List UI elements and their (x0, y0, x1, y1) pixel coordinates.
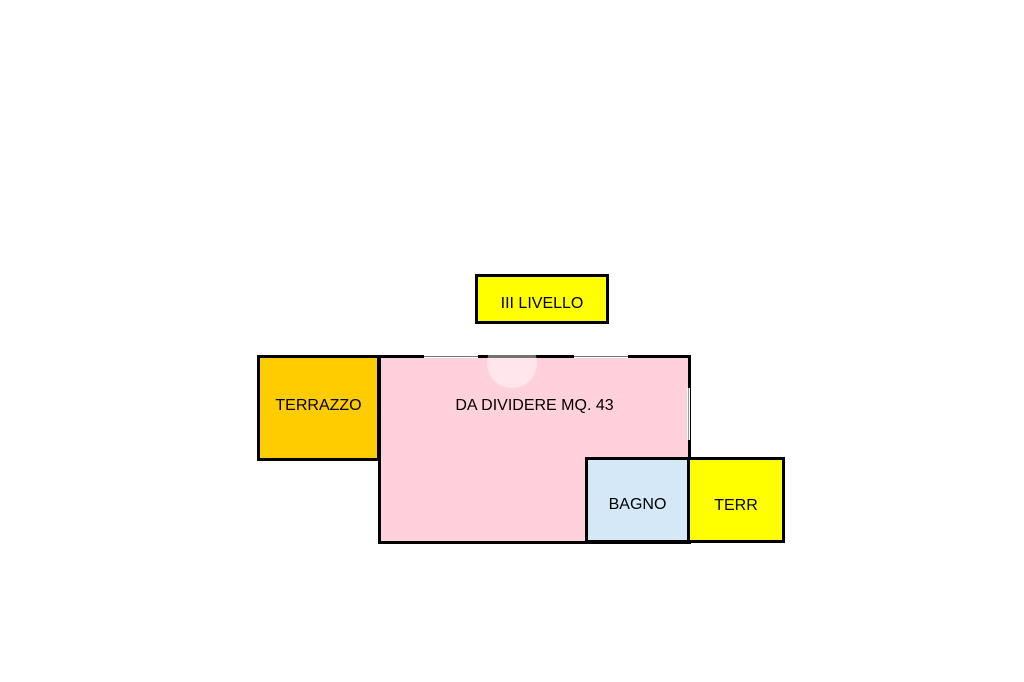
room-bagno: BAGNO (585, 457, 690, 543)
window-line-right (574, 356, 628, 357)
level-label-box: III LIVELLO (475, 274, 609, 324)
room-main-label: DA DIVIDERE MQ. 43 (455, 397, 614, 414)
door-line (688, 388, 689, 440)
window-line-left (424, 356, 478, 357)
room-terrazzo-label: TERRAZZO (275, 397, 362, 414)
room-main: DA DIVIDERE MQ. 43 (378, 355, 691, 544)
room-terr: TERR (687, 457, 785, 543)
room-terr-label: TERR (714, 497, 758, 514)
watermark-circle (487, 338, 537, 388)
room-terrazzo: TERRAZZO (257, 355, 380, 461)
level-label: III LIVELLO (500, 295, 584, 312)
room-bagno-label: BAGNO (608, 496, 667, 513)
